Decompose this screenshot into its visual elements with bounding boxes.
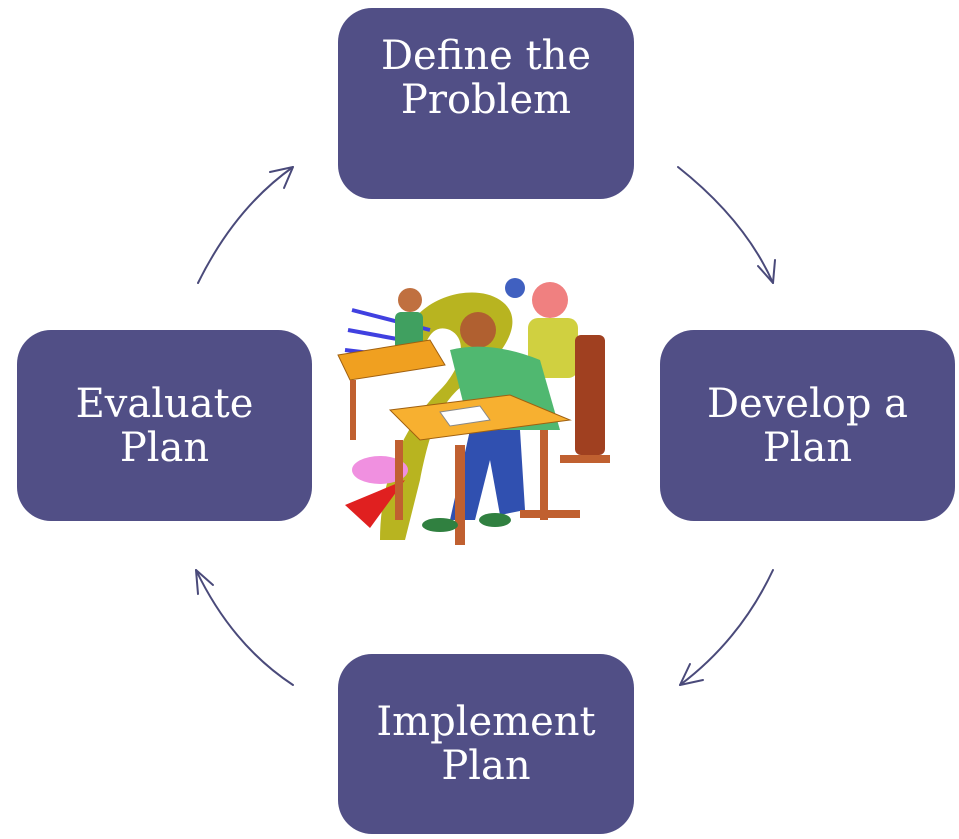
arrow-left-to-top (197, 166, 294, 284)
node-define-the-problem[interactable]: Define the Problem (338, 8, 634, 199)
node-label: Implement Plan (376, 699, 596, 789)
arrow-top-to-right (677, 166, 776, 284)
arrow-bottom-to-left (195, 569, 294, 686)
node-implement-plan[interactable]: Implement Plan (338, 654, 634, 834)
node-develop-a-plan[interactable]: Develop a Plan (660, 330, 955, 521)
node-label: Develop a Plan (706, 380, 909, 471)
node-label: Evaluate Plan (75, 380, 254, 471)
arrow-right-to-bottom (679, 569, 774, 686)
node-evaluate-plan[interactable]: Evaluate Plan (17, 330, 312, 521)
node-label: Define the Problem (380, 33, 592, 123)
